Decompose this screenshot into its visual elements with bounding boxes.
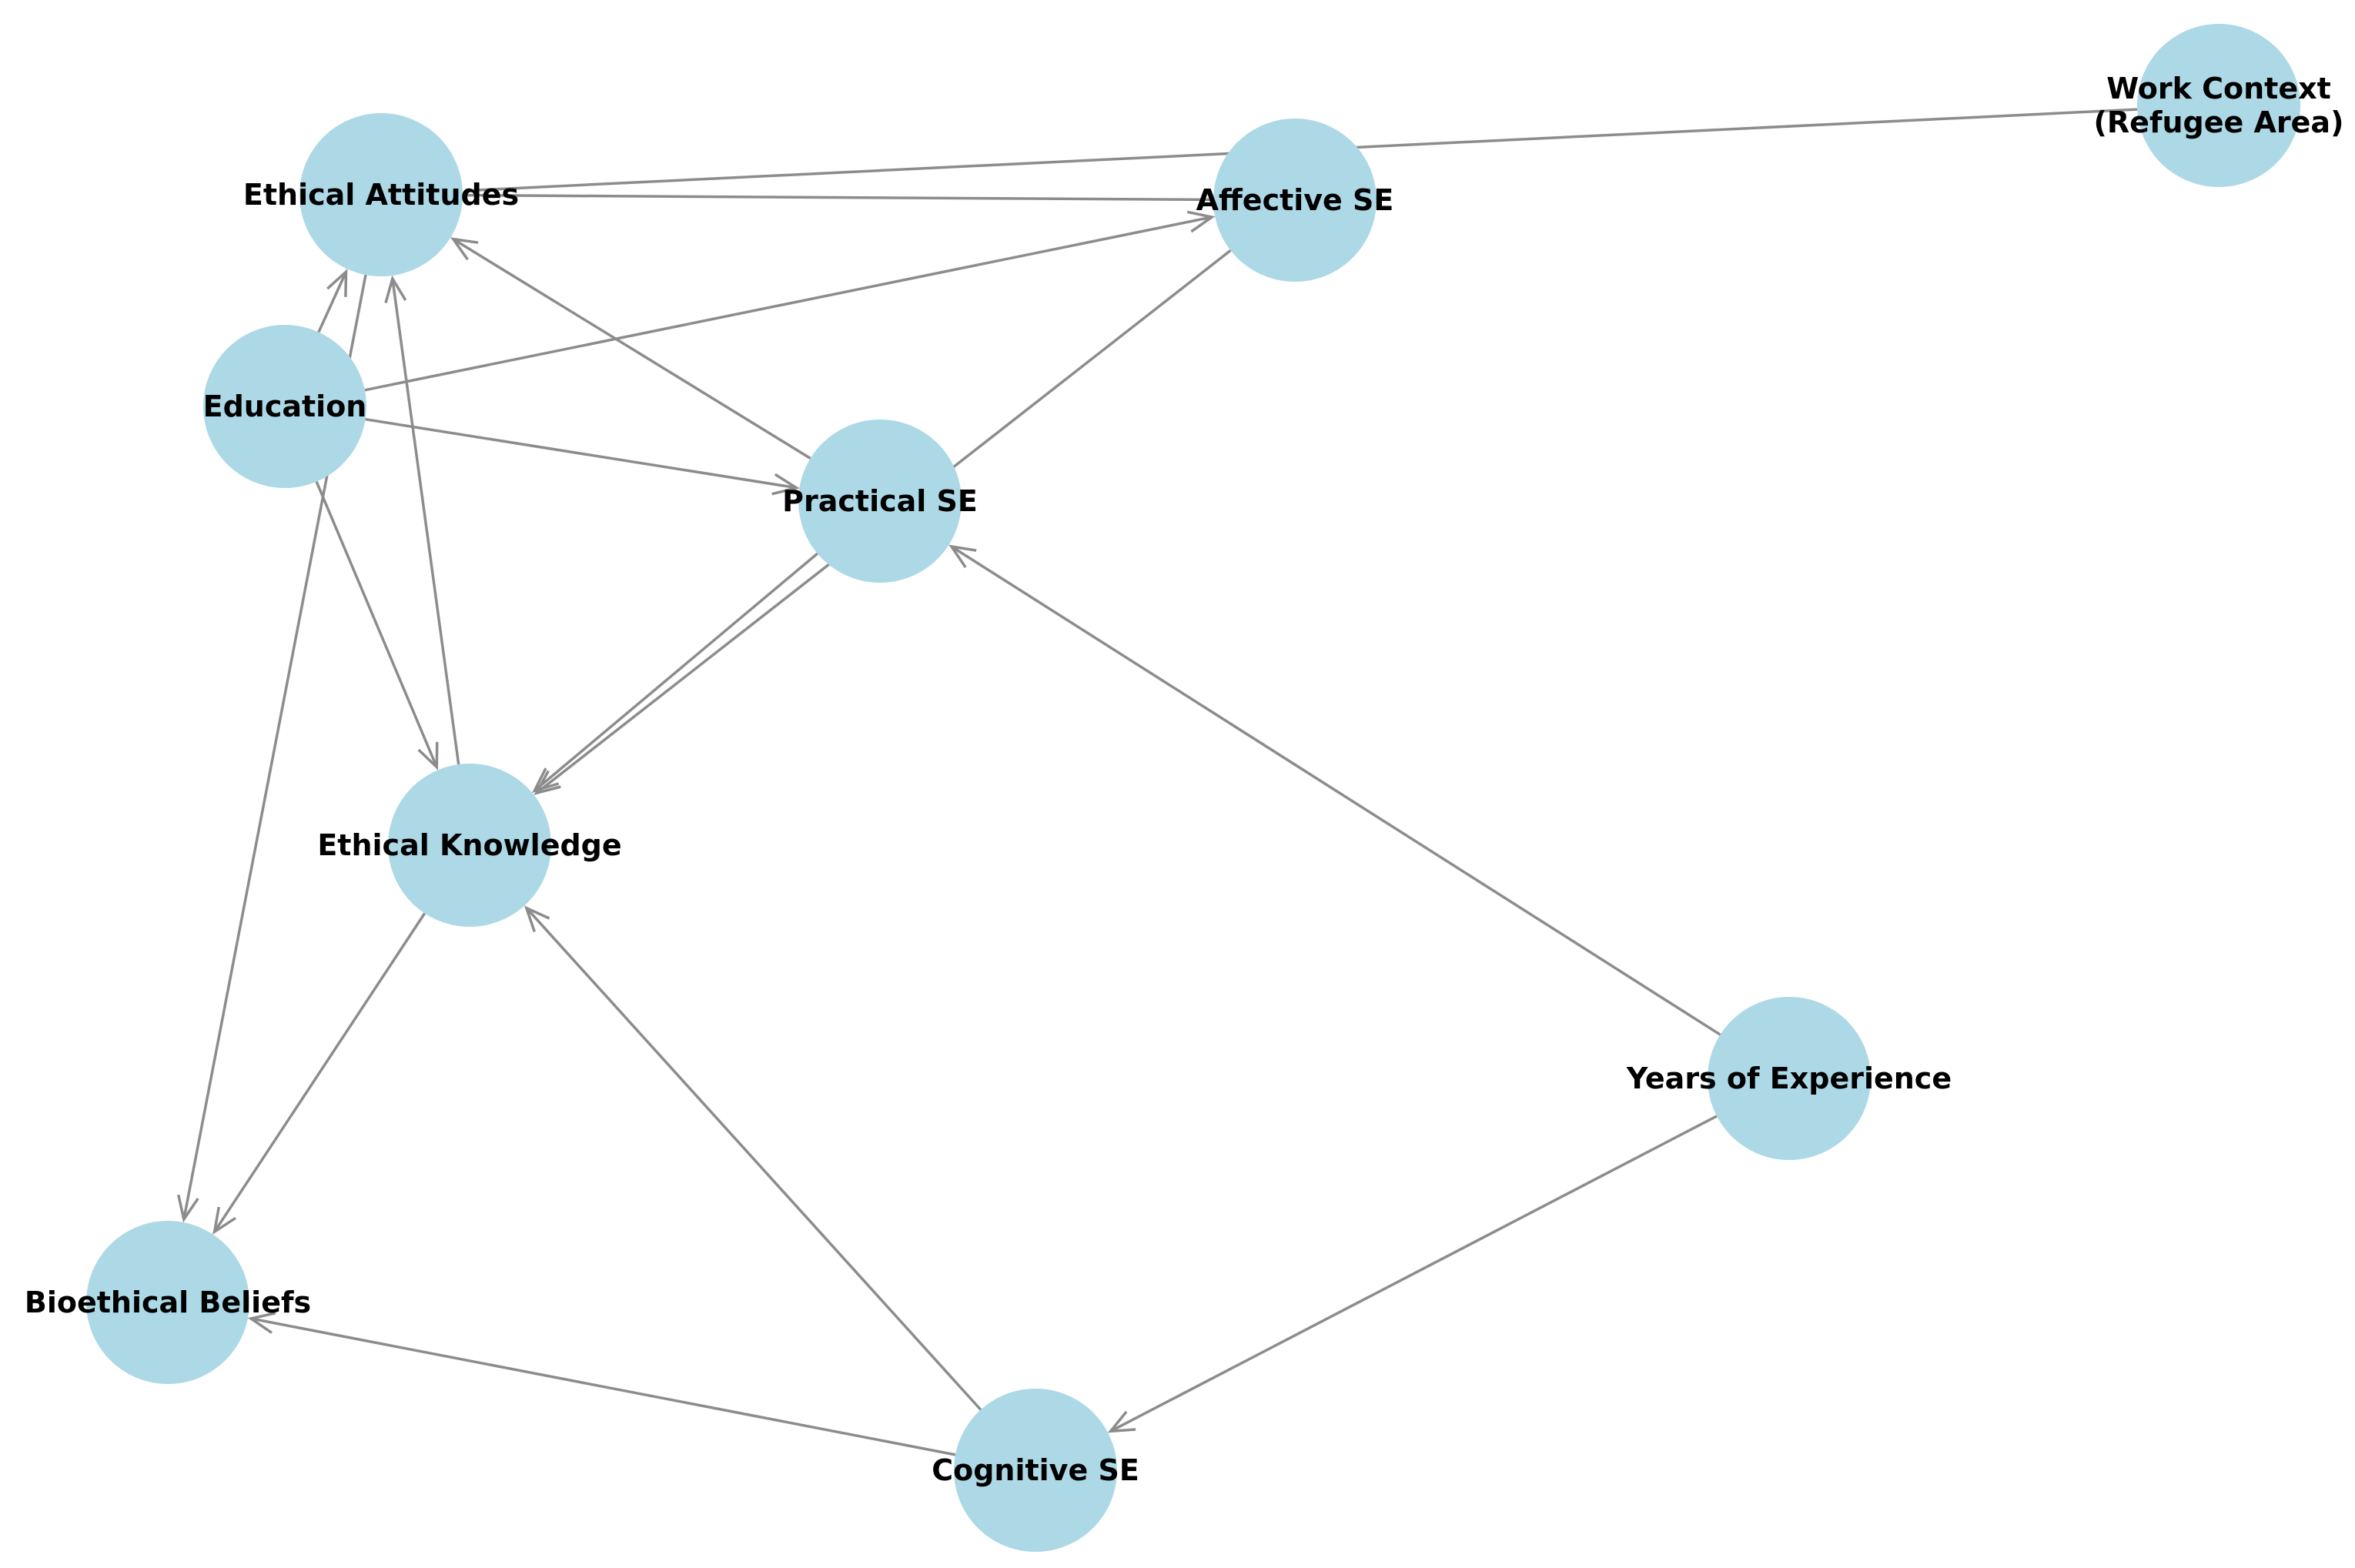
node-label: Years of Experience [1626, 1061, 1952, 1095]
edge-ethical-attitudes-to-affective-se [462, 193, 1211, 202]
edge-line [391, 278, 460, 765]
node-years-of-experience: Years of Experience [1626, 997, 1952, 1160]
arrowhead [531, 767, 560, 794]
edge-line [534, 552, 818, 792]
arrowhead [450, 237, 479, 261]
arrowhead [1186, 210, 1216, 233]
node-label: Affective SE [1196, 183, 1394, 217]
node-circle [1708, 997, 1871, 1160]
node-ethical-attitudes: Ethical Attitudes [243, 113, 519, 276]
node-circle [203, 325, 366, 488]
node-label: Practical SE [782, 484, 978, 518]
node-circle [299, 113, 463, 276]
edge-education-to-ethical-attitudes [317, 269, 348, 333]
node-label: Cognitive SE [932, 1453, 1139, 1487]
node-affective-se: Affective SE [1196, 119, 1394, 282]
node-label: Education [203, 389, 367, 423]
edge-years-of-experience-to-cognitive-se [1107, 1115, 1718, 1433]
arrowhead [771, 473, 800, 496]
arrowhead [326, 269, 348, 297]
edge-line [315, 481, 438, 768]
node-ethical-knowledge: Ethical Knowledge [317, 764, 622, 927]
node-label: Ethical Knowledge [317, 828, 621, 862]
node-circle [2137, 24, 2300, 187]
edge-line [462, 193, 1211, 202]
node-circle [954, 1389, 1117, 1552]
node-circle [86, 1221, 249, 1384]
node-cognitive-se: Cognitive SE [932, 1389, 1139, 1552]
arrowhead [534, 770, 561, 796]
edge-ethical-knowledge-to-bioethical-beliefs [212, 912, 427, 1235]
edge-line [950, 545, 1721, 1036]
edge-practical-se-to-ethical-attitudes [450, 237, 811, 460]
edge-line [452, 238, 811, 460]
node-label: (Refugee Area) [2094, 105, 2344, 139]
edge-education-to-affective-se [364, 210, 1216, 392]
node-circle [1213, 119, 1377, 282]
node-circle [388, 764, 551, 927]
node-label: Work Context [2106, 72, 2331, 105]
edge-education-to-practical-se [365, 417, 800, 496]
edge-line [250, 1317, 956, 1456]
node-education: Education [203, 325, 367, 488]
arrowhead [212, 1206, 236, 1235]
node-label: Ethical Attitudes [243, 178, 519, 212]
edge-cognitive-se-to-ethical-knowledge [524, 905, 982, 1411]
arrowhead [1107, 1410, 1136, 1433]
arrowhead [524, 905, 550, 933]
node-bioethical-beliefs: Bioethical Beliefs [25, 1221, 311, 1384]
edge-ethical-knowledge-to-ethical-attitudes [384, 275, 460, 765]
arrowhead [176, 1194, 199, 1223]
edge-line [365, 417, 797, 490]
nodes-layer: Ethical Attitudes Affective SE Work Contex… [25, 24, 2344, 1552]
edge-years-of-experience-to-practical-se [948, 544, 1721, 1036]
edge-practical-se-to-ethical-knowledge [531, 552, 818, 794]
edge-line [364, 216, 1213, 392]
arrowhead [948, 544, 977, 568]
edge-cognitive-se-to-bioethical-beliefs [247, 1312, 956, 1456]
edge-line [213, 912, 427, 1233]
edge-line [317, 271, 348, 333]
node-work-context: Work Context(Refugee Area) [2094, 24, 2344, 187]
node-circle [798, 420, 962, 583]
node-practical-se: Practical SE [782, 420, 978, 583]
arrowhead [247, 1312, 276, 1334]
edge-line [525, 907, 982, 1411]
node-label: Bioethical Beliefs [25, 1285, 311, 1319]
arrowhead [384, 275, 407, 303]
edge-education-to-ethical-knowledge [315, 481, 439, 771]
edge-line [1109, 1115, 1718, 1433]
arrowhead [417, 741, 439, 771]
